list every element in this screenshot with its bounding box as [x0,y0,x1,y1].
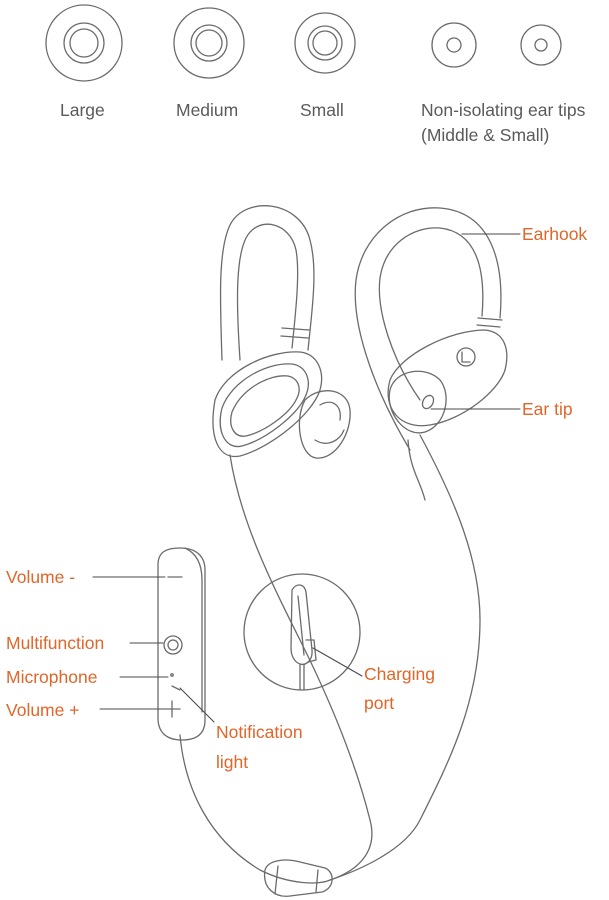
charging-port-leader [312,647,363,677]
right-earbud-illustration [329,207,508,881]
microphone-callout: Microphone [6,667,98,687]
charging-port-callout-line2: port [364,693,395,713]
ear-tip-large-icon [45,4,123,82]
ear-tip-small-icon [294,12,356,74]
notification-light-leader [179,687,215,723]
notification-light-callout-line2: light [216,752,249,772]
charging-port-callout-line1: Charging [364,664,436,684]
volume-minus-callout: Volume - [6,567,76,587]
cable-slider-illustration [179,734,333,897]
non-isolating-label-line2: (Middle & Small) [421,125,550,145]
charging-port-magnifier [243,573,361,691]
left-earbud-illustration [212,205,373,881]
non-isolating-tip-small-icon [520,24,562,66]
earhook-callout: Earhook [522,224,588,244]
ear-tip-medium-icon [173,7,245,79]
remote-control-illustration [157,547,206,741]
ear-tip-medium-label: Medium [176,100,239,120]
ear-tip-large-label: Large [60,100,105,120]
non-isolating-tip-middle-icon [431,22,477,68]
multifunction-callout: Multifunction [6,633,105,653]
non-isolating-label-line1: Non-isolating ear tips [421,100,586,120]
notification-light-callout-line1: Notification [216,722,303,742]
volume-plus-callout: Volume + [6,700,80,720]
ear-tip-small-label: Small [300,100,344,120]
ear-tip-callout: Ear tip [522,399,573,419]
